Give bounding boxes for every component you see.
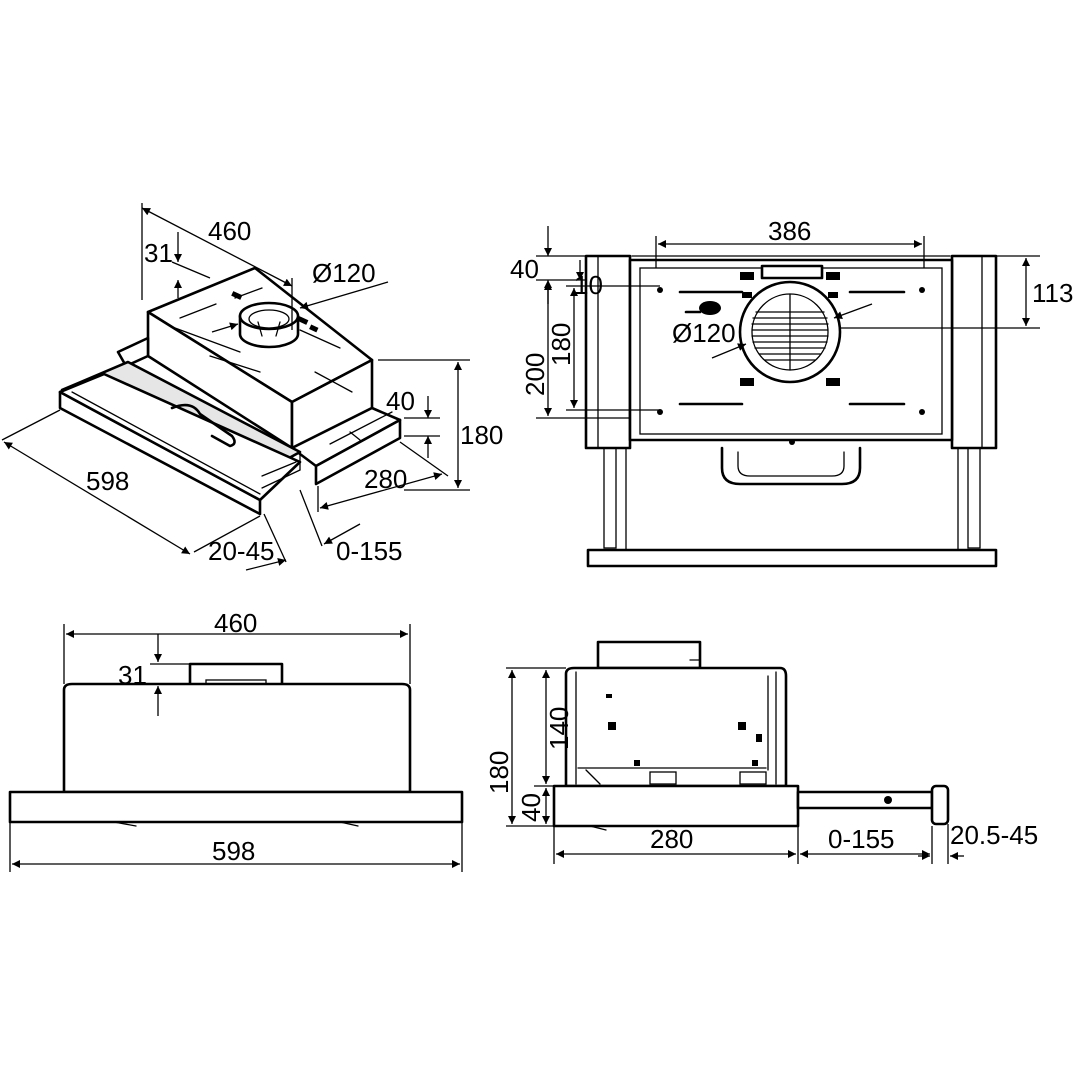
iso-dim-0-155: 0-155 <box>336 536 403 566</box>
top-dim-113: 113 <box>1032 278 1073 308</box>
side-dim-40: 40 <box>516 793 546 822</box>
top-view: 386 40 10 180 200 Ø120 113 <box>510 216 1073 568</box>
top-duct <box>738 280 842 384</box>
side-dim-20-5-45: 20.5-45 <box>950 820 1038 850</box>
front-view: 460 31 598 <box>8 608 464 872</box>
front-dim-460: 460 <box>214 608 257 638</box>
side-view: 180 140 40 280 0-155 20.5-45 <box>484 640 1038 864</box>
iso-dim-duct-dia: Ø120 <box>312 258 376 288</box>
iso-dim-40: 40 <box>386 386 415 416</box>
front-dim-31: 31 <box>118 660 147 690</box>
top-dim-duct-dia: Ø120 <box>672 318 736 348</box>
iso-dim-598: 598 <box>86 466 129 496</box>
iso-chassis <box>116 336 402 486</box>
top-dim-180: 180 <box>546 323 576 366</box>
iso-dim-280: 280 <box>364 464 407 494</box>
side-dim-180: 180 <box>484 751 514 794</box>
top-dim-10: 10 <box>574 270 603 300</box>
iso-dim-180: 180 <box>460 420 503 450</box>
top-dim-386: 386 <box>768 216 811 246</box>
iso-duct-collar <box>238 301 300 349</box>
top-dim-200: 200 <box>520 353 550 396</box>
front-dim-598: 598 <box>212 836 255 866</box>
side-dim-280: 280 <box>650 824 693 854</box>
top-dim-40: 40 <box>510 254 539 284</box>
side-dim-140: 140 <box>544 707 574 750</box>
side-dim-0-155: 0-155 <box>828 824 895 854</box>
iso-dim-31: 31 <box>144 238 173 268</box>
iso-dim-460: 460 <box>208 216 251 246</box>
iso-view: 460 31 Ø120 40 180 280 598 <box>1 203 503 571</box>
iso-dim-20-45: 20-45 <box>208 536 275 566</box>
